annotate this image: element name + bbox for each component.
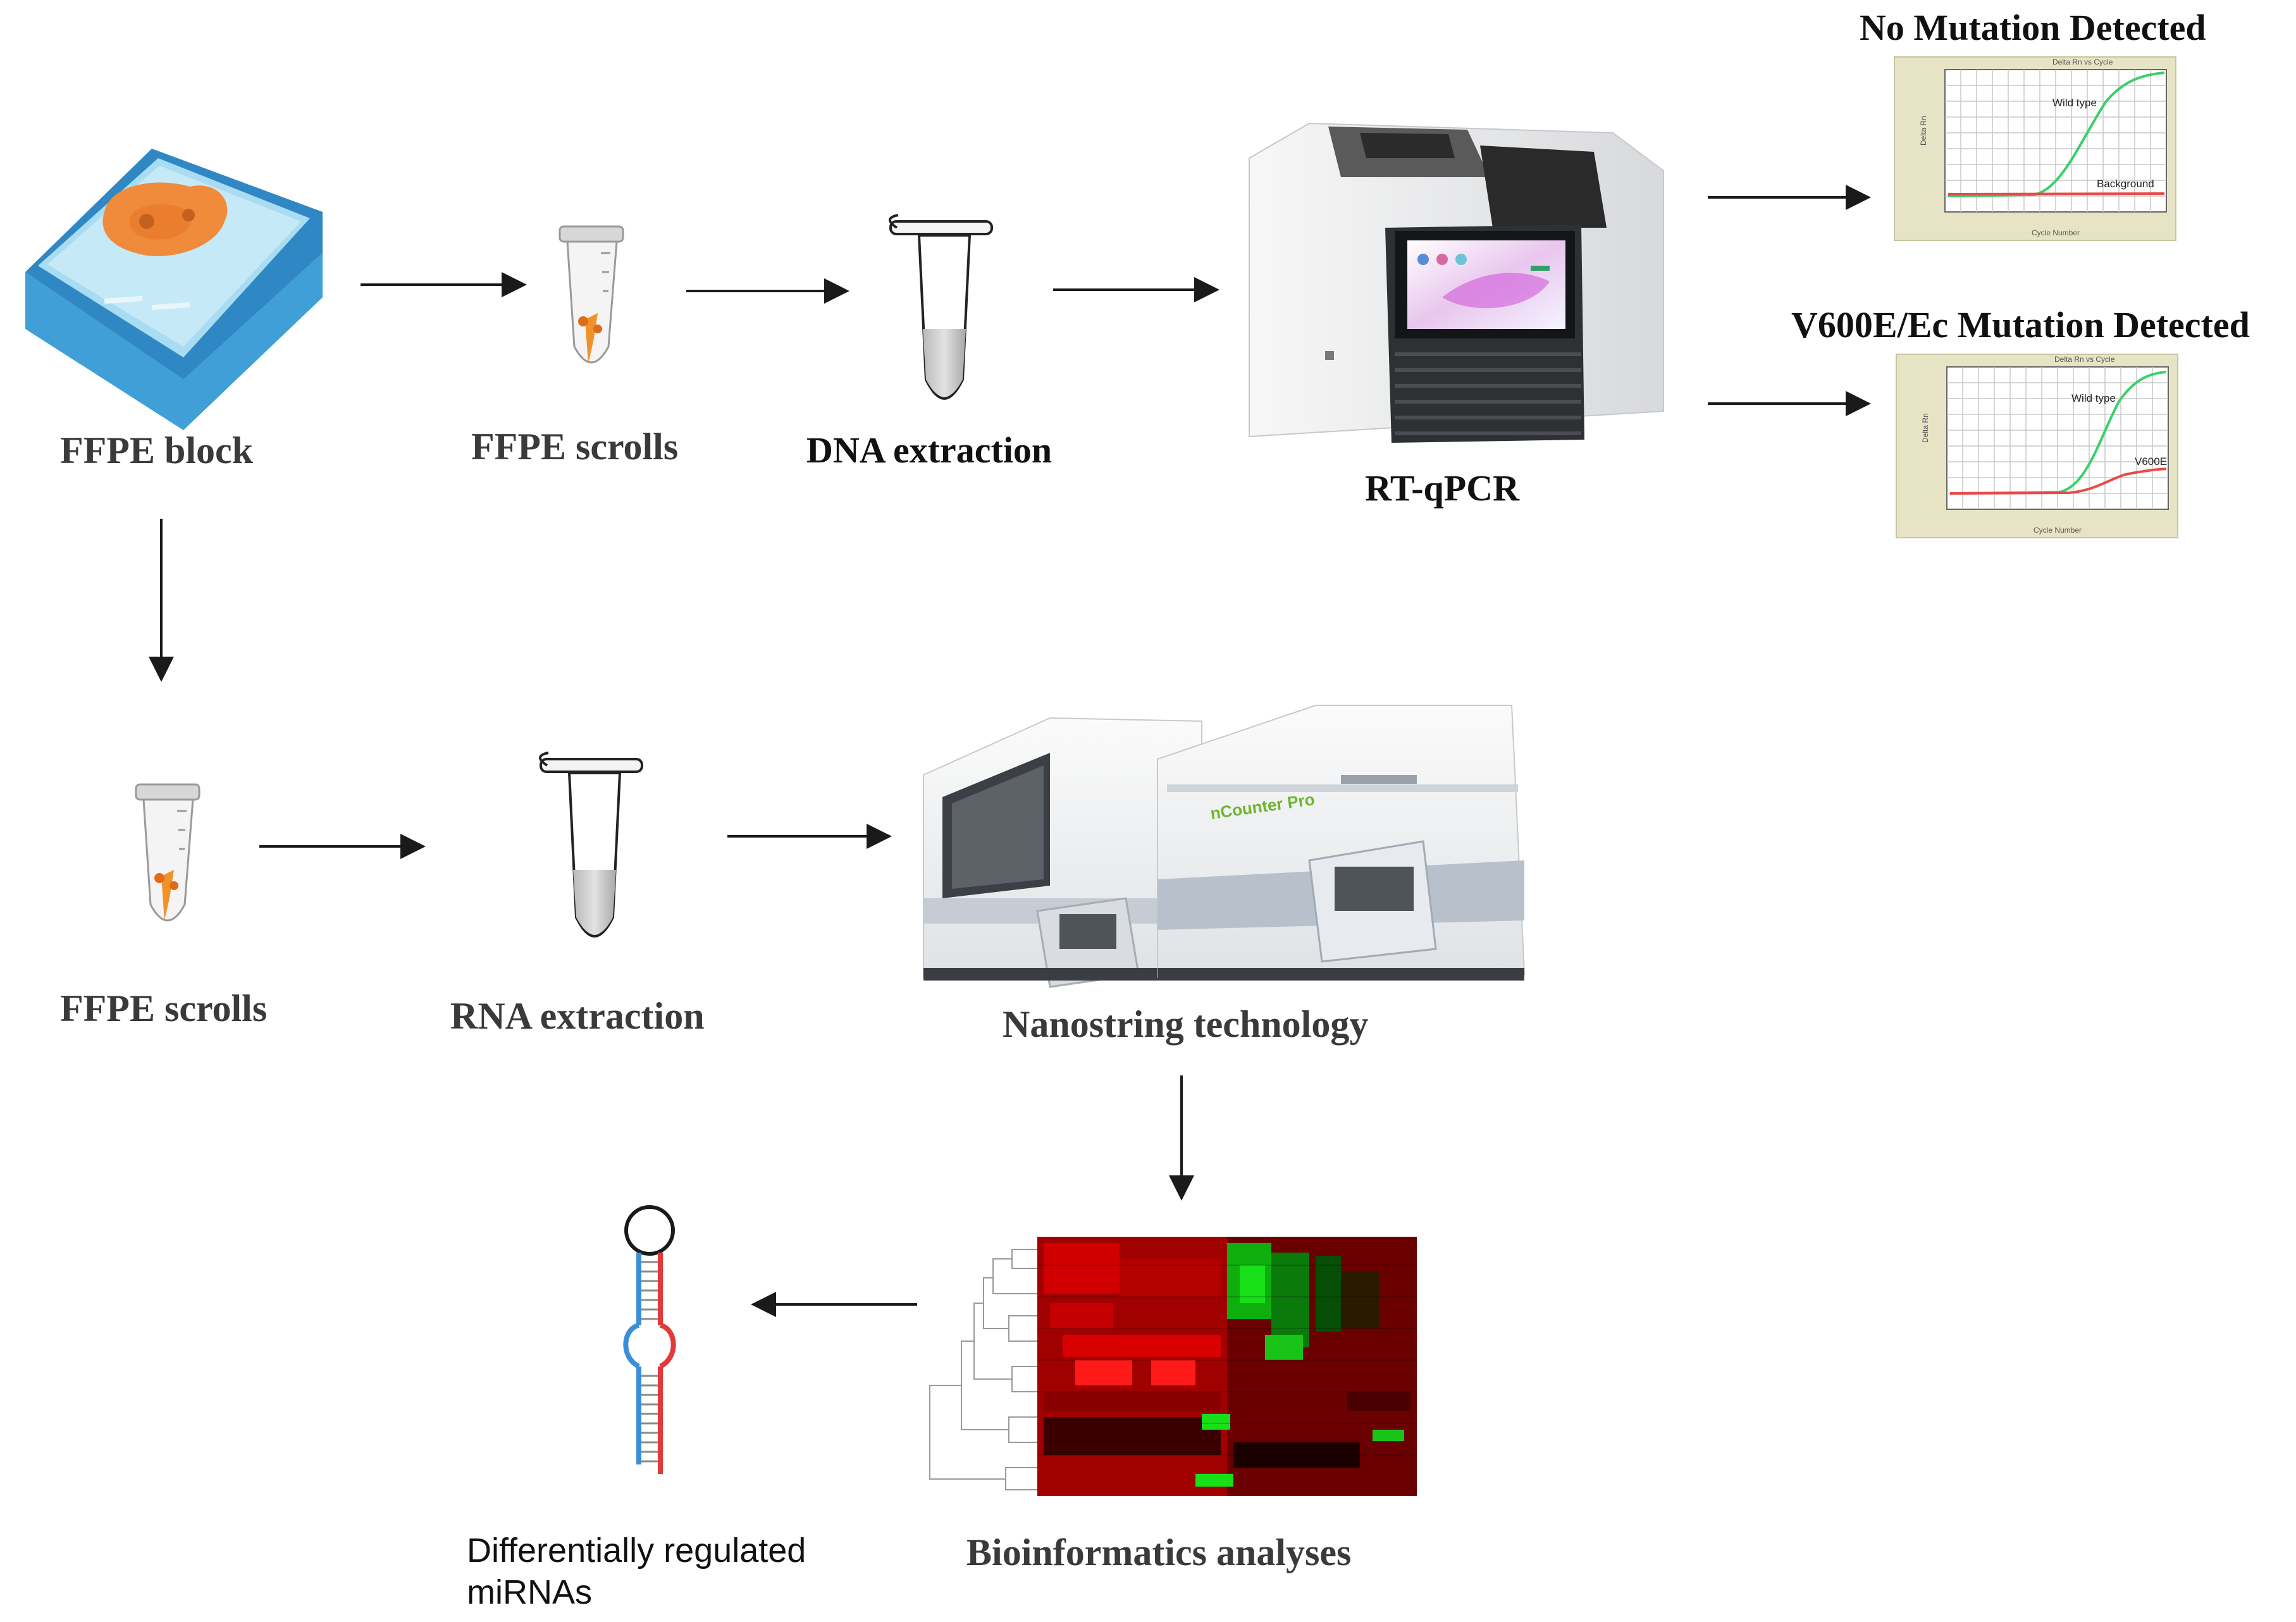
- rt-qpcr-label: RT-qPCR: [1365, 467, 1519, 509]
- plot2-series-v600e: V600E: [2135, 455, 2167, 467]
- v600e-mutation-label: V600E/Ec Mutation Detected: [1791, 304, 2250, 345]
- plot1-series-wild-type: Wild type: [2052, 97, 2097, 109]
- nanostring-label: Nanostring technology: [1003, 1003, 1369, 1045]
- plot1-ylabel: Delta Rn: [1919, 116, 1928, 145]
- heatmap-icon: [929, 1237, 1417, 1496]
- rna-extraction-label: RNA extraction: [450, 995, 705, 1037]
- mirna-hairpin-icon: [623, 1205, 676, 1474]
- ffpe-block-icon: [25, 149, 323, 430]
- ffpe-block-label: FFPE block: [60, 430, 254, 471]
- plot2-series-wild-type: Wild type: [2071, 392, 2116, 404]
- rna-extraction-tube-icon: [539, 752, 643, 938]
- dna-extraction-tube-icon: [889, 214, 993, 400]
- mirnas-label-line1: Differentially regulated: [467, 1532, 806, 1569]
- plot1-series-background: Background: [2097, 178, 2154, 190]
- mirnas-label-line2: miRNAs: [467, 1573, 592, 1611]
- plot1-xlabel: Cycle Number: [2032, 228, 2080, 237]
- mirnas-label: Differentially regulated miRNAs: [467, 1530, 872, 1613]
- plot1-title: Delta Rn vs Cycle: [2052, 58, 2113, 66]
- ffpe-scrolls-tube-icon: [559, 225, 624, 364]
- ffpe-scrolls-top-label: FFPE scrolls: [471, 426, 679, 467]
- plot2-ylabel: Delta Rn: [1921, 413, 1930, 443]
- ffpe-scrolls-bottom-label: FFPE scrolls: [60, 987, 268, 1029]
- qpcr-plot-v600e: Delta Rn vs Cycle Cycle Number Delta Rn …: [1896, 354, 2178, 538]
- dna-extraction-label: DNA extraction: [806, 430, 1052, 471]
- no-mutation-label: No Mutation Detected: [1860, 7, 2206, 48]
- bioinformatics-label: Bioinformatics analyses: [966, 1532, 1352, 1573]
- nanostring-machine-icon: nCounter Pro: [923, 705, 1526, 988]
- rt-qpcr-machine-icon: [1249, 122, 1664, 443]
- plot2-title: Delta Rn vs Cycle: [2054, 355, 2115, 364]
- flow-arrows: [149, 185, 1871, 1317]
- ffpe-scrolls-tube-bottom-icon: [135, 783, 201, 922]
- plot2-xlabel: Cycle Number: [2034, 526, 2082, 535]
- qpcr-plot-no-mutation: Delta Rn vs Cycle Cycle Number Delta Rn …: [1894, 56, 2176, 241]
